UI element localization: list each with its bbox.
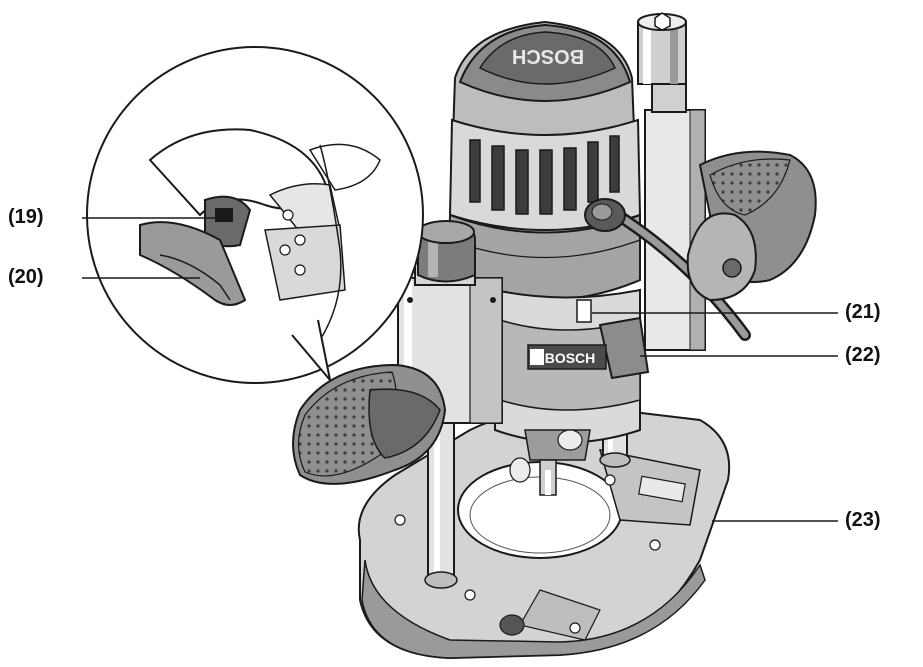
power-cord (584, 198, 751, 341)
callout-23: (23) (845, 509, 881, 531)
motor-lower-section: BOSCH (494, 288, 650, 496)
callout-21: (21) (845, 301, 881, 323)
release-lock (576, 299, 592, 323)
callout-20: (20) (8, 266, 44, 288)
detail-inset (86, 46, 424, 384)
depth-stop-column (637, 12, 706, 351)
clamping-lever (598, 316, 650, 380)
callout-22: (22) (845, 344, 881, 366)
left-handle (292, 363, 447, 485)
brand-logo-collar: BOSCH (545, 350, 596, 366)
motor-housing: BOSCH (446, 20, 642, 301)
callout-19: (19) (8, 206, 44, 228)
brand-logo-top: BOSCH (512, 45, 584, 67)
leader-lines (82, 217, 838, 522)
right-handle (686, 150, 817, 302)
